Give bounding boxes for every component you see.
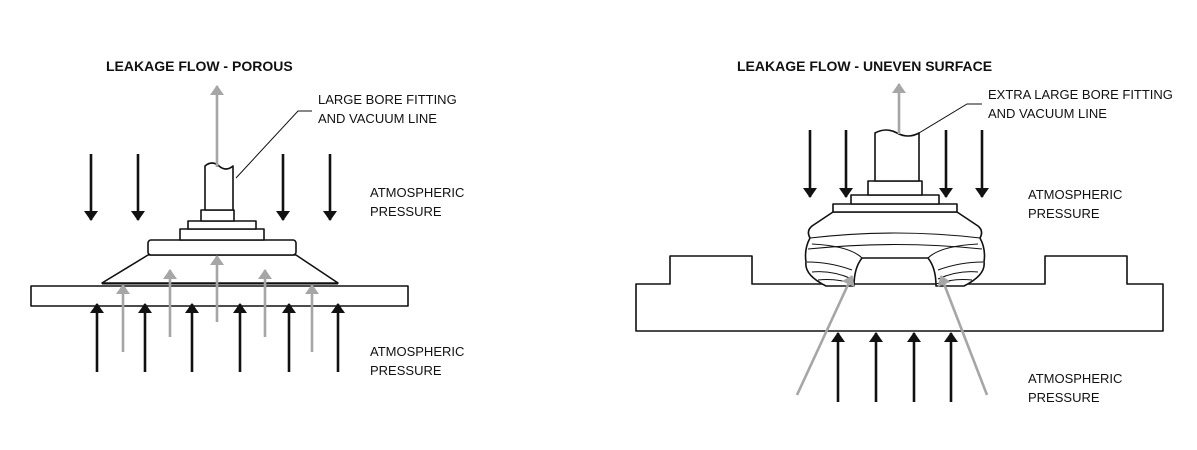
left-panel-title: LEAKAGE FLOW - POROUS — [106, 58, 293, 74]
left-suction-cup-body — [147, 239, 297, 256]
right-fitting-leader — [913, 103, 982, 137]
right-bottom-pressure-arrows — [831, 332, 958, 402]
right-leakage-arrows — [795, 83, 989, 396]
uneven-workpiece — [635, 255, 1164, 332]
right-fitting-collar — [850, 194, 940, 205]
right-lower-pressure-label: ATMOSPHERIC PRESSURE — [1028, 371, 1126, 405]
right-panel-title: LEAKAGE FLOW - UNEVEN SURFACE — [737, 58, 992, 74]
right-fitting-base — [867, 180, 923, 196]
leakage-arrow-left-gap — [795, 275, 855, 396]
right-top-pressure-arrows — [803, 130, 989, 198]
left-bottom-pressure-arrows — [90, 303, 345, 372]
left-fitting-base — [187, 220, 257, 230]
left-suction-cup-skirt — [101, 254, 339, 284]
left-upper-pressure-label: ATMOSPHERIC PRESSURE — [370, 185, 468, 219]
porous-workpiece — [30, 285, 409, 307]
right-upper-pressure-label: ATMOSPHERIC PRESSURE — [1028, 187, 1126, 221]
right-bellows-cup — [804, 211, 986, 287]
right-cup-top-plate — [832, 203, 958, 213]
right-fitting-label: EXTRA LARGE BORE FITTING AND VACUUM LINE — [988, 87, 1177, 121]
right-vacuum-line — [874, 129, 920, 182]
leakage-arrow-right-gap — [937, 275, 989, 396]
left-top-pressure-arrows — [84, 154, 337, 221]
left-leakage-arrows — [116, 85, 319, 352]
right-panel-uneven-surface: LEAKAGE FLOW - UNEVEN SURFACE EXTRA LARG… — [635, 58, 1177, 405]
left-fitting-collar — [179, 228, 265, 241]
left-lower-pressure-label: ATMOSPHERIC PRESSURE — [370, 344, 468, 378]
right-bellows-folds — [806, 232, 984, 285]
left-fitting-nut — [200, 209, 235, 222]
left-panel-porous: LEAKAGE FLOW - POROUS LARGE BORE FITTING… — [30, 58, 468, 378]
left-fitting-leader — [235, 110, 312, 179]
left-fitting-label: LARGE BORE FITTING AND VACUUM LINE — [318, 92, 460, 126]
left-vacuum-line — [204, 162, 234, 211]
